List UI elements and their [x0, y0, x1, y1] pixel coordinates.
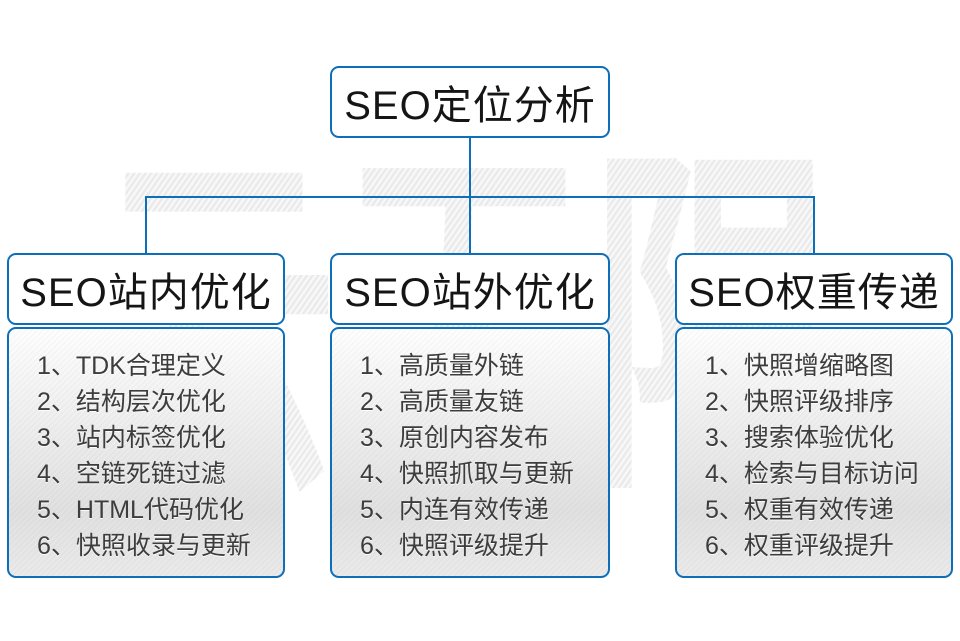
list-item: 5、权重有效传递	[705, 496, 894, 524]
connector-drop-right	[813, 197, 815, 253]
column-onsite-list: 1、TDK合理定义 2、结构层次优化 3、站内标签优化 4、空链死链过滤 5、H…	[7, 327, 285, 578]
list-item: 3、原创内容发布	[360, 424, 549, 452]
list-item: 5、HTML代码优化	[37, 496, 244, 524]
connector-drop-left	[145, 197, 147, 253]
list-item: 6、快照收录与更新	[37, 532, 251, 560]
list-item: 3、搜索体验优化	[705, 424, 894, 452]
list-item: 6、权重评级提升	[705, 532, 894, 560]
list-item: 6、快照评级提升	[360, 532, 549, 560]
list-item: 2、快照评级排序	[705, 388, 894, 416]
onsite-item-list: 1、TDK合理定义 2、结构层次优化 3、站内标签优化 4、空链死链过滤 5、H…	[9, 329, 283, 564]
column-weight-list: 1、快照增缩略图 2、快照评级排序 3、搜索体验优化 4、检索与目标访问 5、权…	[675, 327, 953, 578]
root-node-title: SEO定位分析	[344, 84, 596, 128]
column-offsite-title: SEO站外优化	[344, 271, 596, 315]
list-item: 5、内连有效传递	[360, 496, 549, 524]
connector-root-drop	[469, 138, 471, 197]
column-weight-header: SEO权重传递	[675, 253, 953, 325]
column-onsite-header: SEO站内优化	[7, 253, 285, 325]
connector-drop-middle	[469, 197, 471, 253]
list-item: 2、结构层次优化	[37, 388, 226, 416]
column-onsite-title: SEO站内优化	[20, 271, 272, 315]
list-item: 4、空链死链过滤	[37, 460, 226, 488]
list-item: 1、快照增缩略图	[705, 352, 894, 380]
list-item: 4、快照抓取与更新	[360, 460, 574, 488]
column-offsite-list: 1、高质量外链 2、高质量友链 3、原创内容发布 4、快照抓取与更新 5、内连有…	[330, 327, 610, 578]
list-item: 3、站内标签优化	[37, 424, 226, 452]
connector-horizontal	[145, 196, 815, 198]
root-node: SEO定位分析	[330, 66, 610, 138]
list-item: 1、TDK合理定义	[37, 352, 226, 380]
column-offsite-header: SEO站外优化	[330, 253, 610, 325]
list-item: 4、检索与目标访问	[705, 460, 919, 488]
list-item: 2、高质量友链	[360, 388, 524, 416]
column-weight-title: SEO权重传递	[688, 271, 940, 315]
list-item: 1、高质量外链	[360, 352, 524, 380]
offsite-item-list: 1、高质量外链 2、高质量友链 3、原创内容发布 4、快照抓取与更新 5、内连有…	[332, 329, 608, 564]
weight-item-list: 1、快照增缩略图 2、快照评级排序 3、搜索体验优化 4、检索与目标访问 5、权…	[677, 329, 951, 564]
